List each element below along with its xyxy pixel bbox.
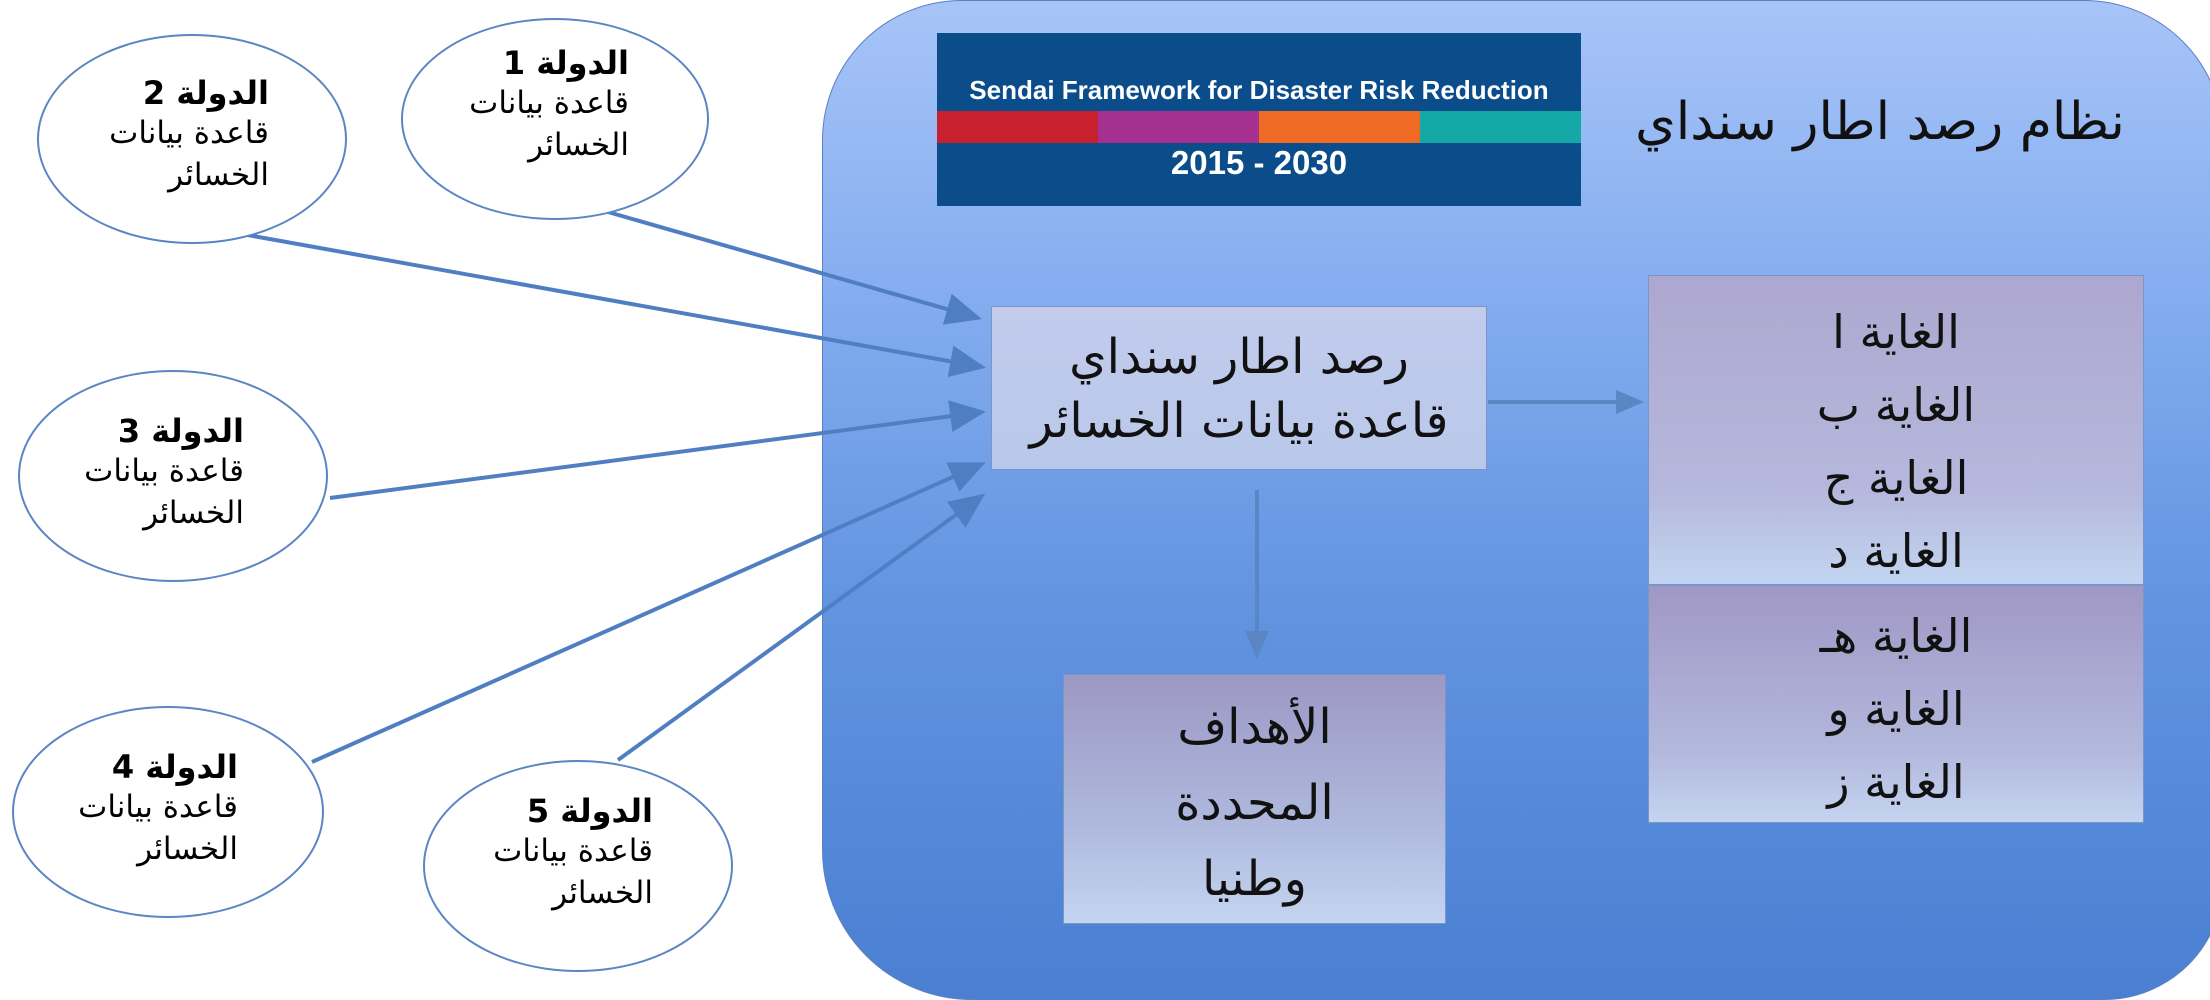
monitor-box-line2: قاعدة بيانات الخسائر [1029, 393, 1449, 449]
country-3-db-line1: قاعدة بيانات [84, 453, 244, 489]
national-targets-box: الأهداف المحددة وطنيا [1063, 674, 1446, 924]
national-box-line3: وطنيا [1202, 851, 1307, 907]
national-box-line2: المحددة [1175, 775, 1334, 831]
country-1-db-line2: الخسائر [528, 127, 629, 163]
country-5-name: الدولة 5 [526, 792, 653, 830]
target-a: الغاية ا [1832, 305, 1960, 359]
logo-years: 2015 - 2030 [1170, 144, 1348, 181]
target-g: الغاية ز [1827, 755, 1965, 809]
country-3-ellipse: الدولة 3 قاعدة بيانات الخسائر [18, 370, 328, 582]
logo-band-purple [1098, 111, 1259, 143]
arrow-country3 [329, 400, 986, 500]
country-4-ellipse: الدولة 4 قاعدة بيانات الخسائر [12, 706, 324, 918]
country-3-db-line2: الخسائر [143, 495, 244, 531]
country-4-name: الدولة 4 [111, 748, 238, 786]
country-2-db-line2: الخسائر [168, 157, 269, 193]
country-1-db-line1: قاعدة بيانات [469, 85, 629, 121]
arrow-country4 [311, 462, 986, 764]
logo-color-bands [937, 111, 1581, 143]
target-f: الغاية و [1827, 682, 1965, 736]
country-5-db-line1: قاعدة بيانات [493, 833, 653, 869]
logo-band-teal [1420, 111, 1581, 143]
country-5-ellipse: الدولة 5 قاعدة بيانات الخسائر [423, 760, 733, 972]
target-d: الغاية د [1828, 524, 1964, 578]
national-box-line1: الأهداف [1177, 699, 1332, 755]
target-c: الغاية ج [1823, 451, 1969, 505]
country-2-ellipse: الدولة 2 قاعدة بيانات الخسائر [37, 34, 347, 244]
logo-band-red [937, 111, 1098, 143]
sendai-framework-logo: Sendai Framework for Disaster Risk Reduc… [937, 33, 1581, 206]
system-title: نظام رصد اطار سنداي [1635, 92, 2125, 152]
arrow-country5 [616, 493, 986, 762]
country-1-name: الدولة 1 [502, 44, 629, 82]
targets-group-a-d: الغاية ا الغاية ب الغاية ج الغاية د [1648, 275, 2144, 585]
country-4-db-line1: قاعدة بيانات [78, 789, 238, 825]
targets-group-e-g: الغاية هـ الغاية و الغاية ز [1648, 585, 2144, 823]
arrow-country1 [607, 210, 982, 325]
country-2-name: الدولة 2 [142, 74, 269, 112]
sendai-monitor-database-box: رصد اطار سنداي قاعدة بيانات الخسائر [991, 306, 1487, 470]
country-2-db-line1: قاعدة بيانات [109, 115, 269, 151]
country-1-ellipse: الدولة 1 قاعدة بيانات الخسائر [401, 18, 709, 220]
country-3-name: الدولة 3 [117, 412, 244, 450]
logo-title: Sendai Framework for Disaster Risk Reduc… [969, 75, 1549, 105]
target-b: الغاية ب [1816, 378, 1976, 432]
target-e: الغاية هـ [1819, 609, 1973, 663]
monitor-box-line1: رصد اطار سنداي [1069, 329, 1409, 385]
arrow-country2 [241, 232, 986, 378]
logo-band-orange [1259, 111, 1420, 143]
country-4-db-line2: الخسائر [137, 831, 238, 867]
country-5-db-line2: الخسائر [552, 875, 653, 911]
